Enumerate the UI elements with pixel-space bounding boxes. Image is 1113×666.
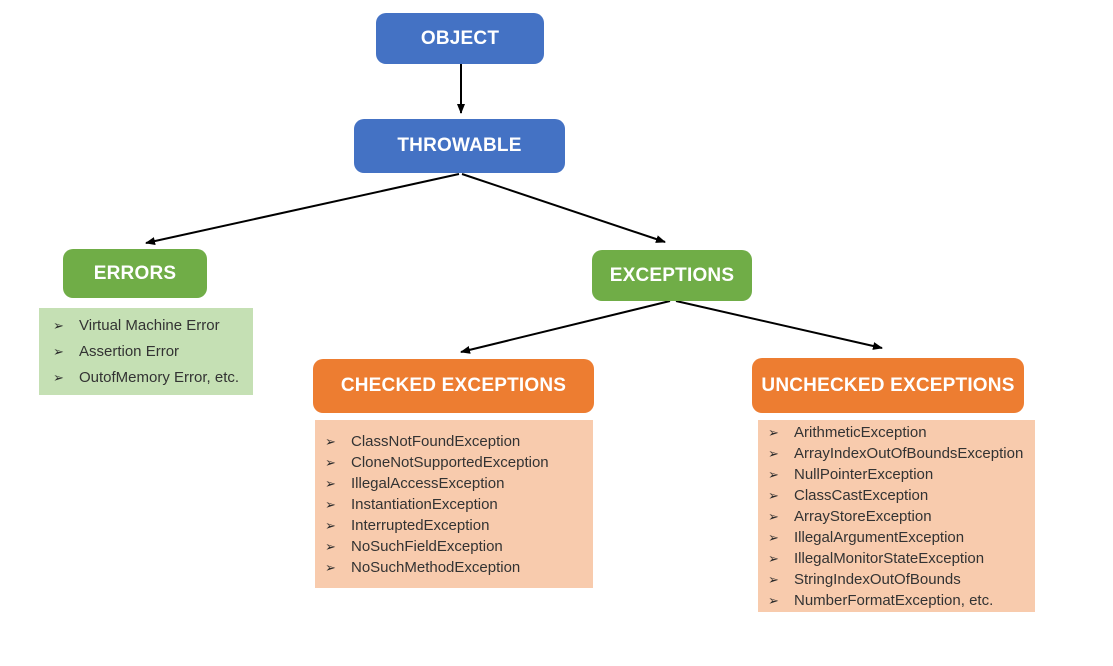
list-item-label: IllegalMonitorStateException — [794, 549, 985, 567]
list-item: ➢ ArrayIndexOutOfBoundsException — [768, 443, 1033, 464]
arrow-bullet-icon: ➢ — [768, 529, 779, 545]
list-item: ➢ OutofMemory Error, etc. — [53, 365, 247, 391]
list-item-label: InterruptedException — [351, 516, 490, 534]
arrow-bullet-icon: ➢ — [53, 343, 64, 359]
list-item: ➢ NullPointerException — [768, 464, 1033, 485]
list-item: ➢ ArrayStoreException — [768, 506, 1033, 527]
list-item: ➢ CloneNotSupportedException — [325, 452, 589, 473]
node-exceptions: EXCEPTIONS — [592, 250, 752, 301]
checked-exceptions-list: ➢ ClassNotFoundException ➢ CloneNotSuppo… — [315, 420, 593, 588]
errors-list: ➢ Virtual Machine Error ➢ Assertion Erro… — [39, 308, 253, 395]
arrow-bullet-icon: ➢ — [325, 517, 336, 533]
list-item-label: ArithmeticException — [794, 423, 927, 441]
list-item: ➢ IllegalMonitorStateException — [768, 548, 1033, 569]
list-item-label: NoSuchMethodException — [351, 558, 521, 576]
arrow-bullet-icon: ➢ — [53, 317, 64, 333]
arrow-bullet-icon: ➢ — [768, 445, 779, 461]
arrow-exceptions-to-unchecked — [675, 300, 883, 350]
list-item-label: ArrayStoreException — [794, 507, 932, 525]
arrow-throwable-to-exceptions — [461, 173, 666, 243]
arrow-bullet-icon: ➢ — [325, 496, 336, 512]
arrow-bullet-icon: ➢ — [768, 592, 779, 608]
arrow-bullet-icon: ➢ — [325, 559, 336, 575]
arrow-bullet-icon: ➢ — [325, 538, 336, 554]
list-item: ➢ InterruptedException — [325, 515, 589, 536]
list-item-label: Assertion Error — [79, 342, 180, 360]
list-item: ➢ IllegalArgumentException — [768, 527, 1033, 548]
list-item-label: ClassNotFoundException — [351, 432, 521, 450]
list-item-label: NumberFormatException, etc. — [794, 591, 994, 609]
node-errors: ERRORS — [63, 249, 207, 298]
list-item-label: InstantiationException — [351, 495, 498, 513]
arrow-exceptions-to-checked — [460, 300, 671, 354]
node-unchecked-exceptions: UNCHECKED EXCEPTIONS — [752, 358, 1024, 413]
list-item-label: IllegalAccessException — [351, 474, 505, 492]
list-item: ➢ Virtual Machine Error — [53, 313, 247, 339]
arrow-bullet-icon: ➢ — [325, 475, 336, 491]
arrow-bullet-icon: ➢ — [768, 571, 779, 587]
list-item: ➢ ArithmeticException — [768, 422, 1033, 443]
list-item: ➢ StringIndexOutOfBounds — [768, 569, 1033, 590]
arrow-bullet-icon: ➢ — [325, 433, 336, 449]
list-item-label: ArrayIndexOutOfBoundsException — [794, 444, 1024, 462]
list-item-label: IllegalArgumentException — [794, 528, 965, 546]
arrow-bullet-icon: ➢ — [768, 550, 779, 566]
arrow-bullet-icon: ➢ — [53, 369, 64, 385]
list-item: ➢ InstantiationException — [325, 494, 589, 515]
arrow-bullet-icon: ➢ — [325, 454, 336, 470]
node-object: OBJECT — [376, 13, 544, 64]
list-item-label: StringIndexOutOfBounds — [794, 570, 961, 588]
list-item: ➢ IllegalAccessException — [325, 473, 589, 494]
list-item-label: NoSuchFieldException — [351, 537, 503, 555]
list-item-label: Virtual Machine Error — [79, 316, 220, 334]
list-item-label: ClassCastException — [794, 486, 929, 504]
list-item: ➢ NoSuchMethodException — [325, 557, 589, 578]
arrow-bullet-icon: ➢ — [768, 508, 779, 524]
list-item-label: OutofMemory Error, etc. — [79, 368, 240, 386]
list-item: ➢ NumberFormatException, etc. — [768, 590, 1033, 611]
list-item: ➢ NoSuchFieldException — [325, 536, 589, 557]
list-item-label: NullPointerException — [794, 465, 934, 483]
node-checked-exceptions: CHECKED EXCEPTIONS — [313, 359, 594, 413]
arrow-bullet-icon: ➢ — [768, 487, 779, 503]
list-item: ➢ ClassCastException — [768, 485, 1033, 506]
arrow-throwable-to-errors — [145, 173, 460, 245]
list-item: ➢ Assertion Error — [53, 339, 247, 365]
unchecked-exceptions-list: ➢ ArithmeticException ➢ ArrayIndexOutOfB… — [758, 420, 1035, 612]
arrow-bullet-icon: ➢ — [768, 424, 779, 440]
list-item-label: CloneNotSupportedException — [351, 453, 549, 471]
list-item: ➢ ClassNotFoundException — [325, 431, 589, 452]
arrow-bullet-icon: ➢ — [768, 466, 779, 482]
node-throwable: THROWABLE — [354, 119, 565, 173]
